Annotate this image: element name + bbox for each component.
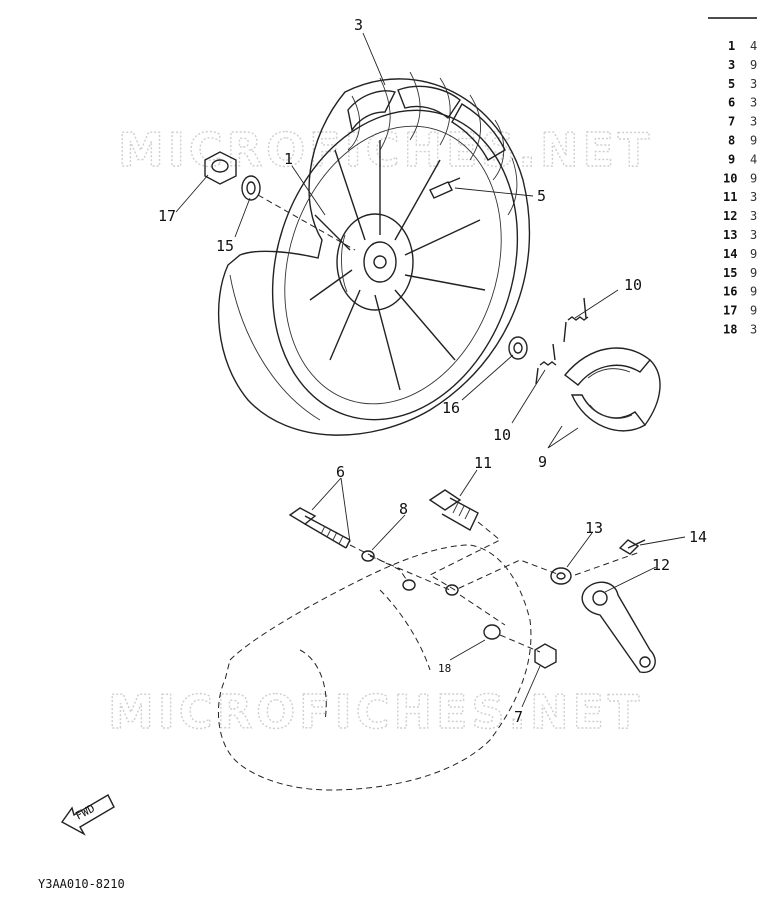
tire-sidewall: [229, 274, 321, 421]
callout-18: 18: [438, 662, 451, 675]
dash-15-to-hub: [257, 194, 356, 251]
legend-ref-number: 17: [723, 304, 737, 318]
diagram-code: Y3AA010-8210: [38, 877, 125, 891]
legend-part-number-fragment: 4: [750, 39, 757, 53]
wheel-hub: [336, 213, 414, 311]
tire-tread-blocks: [347, 85, 506, 161]
tire-outline: [217, 78, 531, 436]
callout-17: 17: [158, 207, 176, 225]
callout-14: 14: [689, 528, 707, 546]
legend-part-number-fragment: 3: [750, 323, 757, 337]
callout-7: 7: [514, 708, 523, 726]
part-8-oring: [361, 550, 375, 562]
watermark-top: MICROFICHES.NET: [118, 123, 653, 177]
legend-ref-number: 6: [728, 96, 735, 110]
legend-part-number-fragment: 4: [750, 152, 757, 166]
legend-ref-number: 3: [728, 58, 735, 72]
callout-9: 9: [538, 453, 547, 471]
leader-lines: [175, 32, 686, 708]
legend-part-number-fragment: 3: [750, 228, 757, 242]
legend-ref-number: 5: [728, 77, 735, 91]
legend-ref-number: 16: [723, 285, 737, 299]
part-18-washer: [483, 624, 501, 640]
callout-11: 11: [474, 454, 492, 472]
hub-center: [363, 241, 397, 283]
case-hole-2: [445, 584, 459, 596]
legend-ref-number: 11: [723, 190, 737, 204]
legend-ref-number: 1: [728, 39, 735, 53]
callout-6: 6: [336, 463, 345, 481]
callout-13: 13: [585, 519, 603, 537]
legend-part-number-fragment: 9: [750, 171, 757, 185]
assembly-dash-lines: [349, 521, 641, 653]
callout-15: 15: [216, 237, 234, 255]
legend-part-number-fragment: 3: [750, 96, 757, 110]
callout-16: 16: [442, 399, 460, 417]
valve-stem: [429, 177, 461, 199]
legend-part-number-fragment: 3: [750, 209, 757, 223]
legend-part-number-fragment: 3: [750, 115, 757, 129]
tire-tread: [347, 71, 518, 216]
legend-ref-number: 14: [723, 247, 737, 261]
callout-12: 12: [652, 556, 670, 574]
legend-ref-number: 13: [723, 228, 737, 242]
legend-part-number-fragment: 3: [750, 77, 757, 91]
legend-part-number-fragment: 9: [750, 247, 757, 261]
axle-hole: [373, 255, 387, 269]
part-16-washer: [508, 336, 528, 360]
legend-ref-number: 7: [728, 115, 735, 129]
callout-3: 3: [354, 16, 363, 34]
fwd-arrow: FWD: [60, 794, 115, 836]
rim-spokes: [309, 140, 486, 391]
callout-10-lower: 10: [493, 426, 511, 444]
part-11-camshaft: [428, 489, 479, 531]
callout-5: 5: [537, 187, 546, 205]
part-10-spring-lower: [535, 343, 557, 385]
legend-part-number-fragment: 9: [750, 285, 757, 299]
legend-ref-number: 8: [728, 134, 735, 148]
hub-shade: [341, 234, 348, 293]
case-hole-1: [402, 579, 416, 591]
part-9-brake-shoes: [563, 347, 661, 432]
legend-part-number-fragment: 9: [750, 266, 757, 280]
callout-1: 1: [284, 150, 293, 168]
legend-ref-number: 15: [723, 266, 737, 280]
legend-ref-number: 12: [723, 209, 737, 223]
watermark-bottom: MICROFICHES.NET: [108, 685, 643, 739]
part-14-bolt: [618, 539, 646, 555]
legend-ref-number: 9: [728, 152, 735, 166]
legend-part-number-fragment: 9: [750, 58, 757, 72]
callout-10-upper: 10: [624, 276, 642, 294]
legend-part-number-fragment: 9: [750, 304, 757, 318]
part-7-nut: [534, 643, 557, 669]
part-17-nut: [204, 151, 237, 185]
crankcase-detail: [299, 589, 431, 721]
part-6-shaft: [288, 507, 351, 549]
callout-8: 8: [399, 500, 408, 518]
legend-part-number-fragment: 3: [750, 190, 757, 204]
legend-ref-number: 18: [723, 323, 737, 337]
crankcase-outline: [217, 544, 532, 791]
rim-outer: [271, 109, 519, 421]
legend-part-number-fragment: 9: [750, 134, 757, 148]
part-15-washer: [241, 175, 261, 201]
legend-ref-number: 10: [723, 171, 737, 185]
part-13-seal: [550, 567, 572, 585]
part-10-spring-upper: [563, 297, 589, 343]
rear-wheel-assembly: [217, 71, 531, 436]
rim-inner: [284, 125, 502, 405]
part-12-cam-lever: [581, 581, 656, 674]
